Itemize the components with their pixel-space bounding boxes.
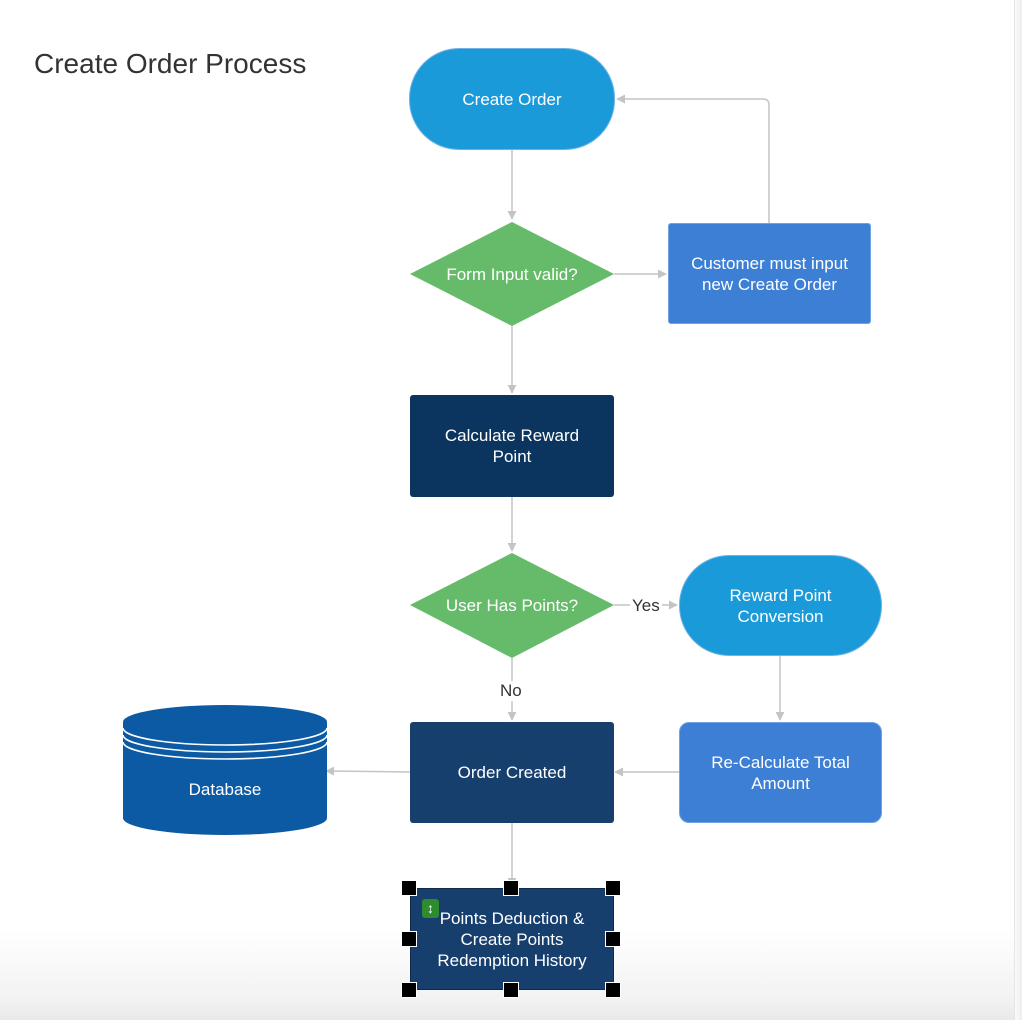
deduction-line-3: Redemption History — [437, 950, 587, 970]
node-customer-must-input[interactable]: Customer must input new Create Order — [668, 223, 871, 324]
node-database-label-wrap: Database — [123, 770, 327, 808]
user-points-line-2: Points? — [521, 595, 579, 615]
order-created-label: Order Created — [457, 763, 567, 782]
page-title: Create Order Process — [34, 48, 307, 79]
resize-handle-top-center[interactable] — [503, 880, 519, 896]
database-shape[interactable] — [122, 705, 328, 835]
vertical-move-icon[interactable]: ↕ — [422, 899, 439, 918]
customer-input-line-1: Customer must input — [691, 253, 848, 273]
resize-handle-bottom-center[interactable] — [503, 982, 519, 998]
edge-customer-input-to-create-order[interactable] — [616, 94, 770, 223]
deduction-line-2: Create Points — [460, 929, 564, 949]
edge-label-yes: Yes — [630, 596, 662, 616]
canvas-scroll-edge — [1014, 0, 1022, 1020]
database-label: Database — [188, 779, 262, 799]
conversion-line-1: Reward Point — [729, 585, 832, 605]
node-recalculate-total[interactable]: Re-Calculate Total Amount — [679, 722, 882, 823]
resize-handle-bottom-left[interactable] — [401, 982, 417, 998]
node-create-order[interactable]: Create Order — [409, 48, 615, 150]
node-reward-point-conversion[interactable]: Reward Point Conversion — [679, 555, 882, 656]
calculate-line-2: Point — [492, 447, 532, 466]
resize-handle-bottom-right[interactable] — [605, 982, 621, 998]
decision-user-has-points-label: User Has Points? — [440, 580, 584, 630]
decision-form-input-valid[interactable] — [410, 222, 614, 326]
edge-order-created-to-database[interactable] — [325, 766, 411, 776]
conversion-line-2: Conversion — [737, 606, 824, 626]
decision-form-input-valid-label: Form Input valid? — [440, 249, 584, 299]
user-points-line-1: User Has — [445, 595, 517, 615]
node-calculate-reward-point[interactable]: Calculate Reward Point — [410, 395, 614, 497]
calculate-line-1: Calculate Reward — [444, 426, 580, 445]
decision-user-has-points[interactable] — [410, 553, 614, 658]
form-valid-line-2: valid? — [533, 264, 578, 284]
customer-input-line-2: new Create Order — [701, 274, 838, 294]
node-create-order-label: Create Order — [462, 89, 562, 109]
form-valid-line-1: Form Input — [446, 264, 529, 284]
recalculate-line-2: Amount — [751, 773, 810, 793]
edge-label-no: No — [498, 681, 524, 701]
node-order-created[interactable]: Order Created — [410, 722, 614, 823]
resize-handle-top-left[interactable] — [401, 880, 417, 896]
resize-handle-middle-right[interactable] — [605, 931, 621, 947]
resize-handle-top-right[interactable] — [605, 880, 621, 896]
node-points-deduction[interactable]: Points Deduction & Create Points Redempt… — [410, 888, 614, 990]
recalculate-line-1: Re-Calculate Total — [711, 752, 850, 772]
deduction-line-1: Points Deduction & — [439, 908, 585, 928]
resize-handle-middle-left[interactable] — [401, 931, 417, 947]
